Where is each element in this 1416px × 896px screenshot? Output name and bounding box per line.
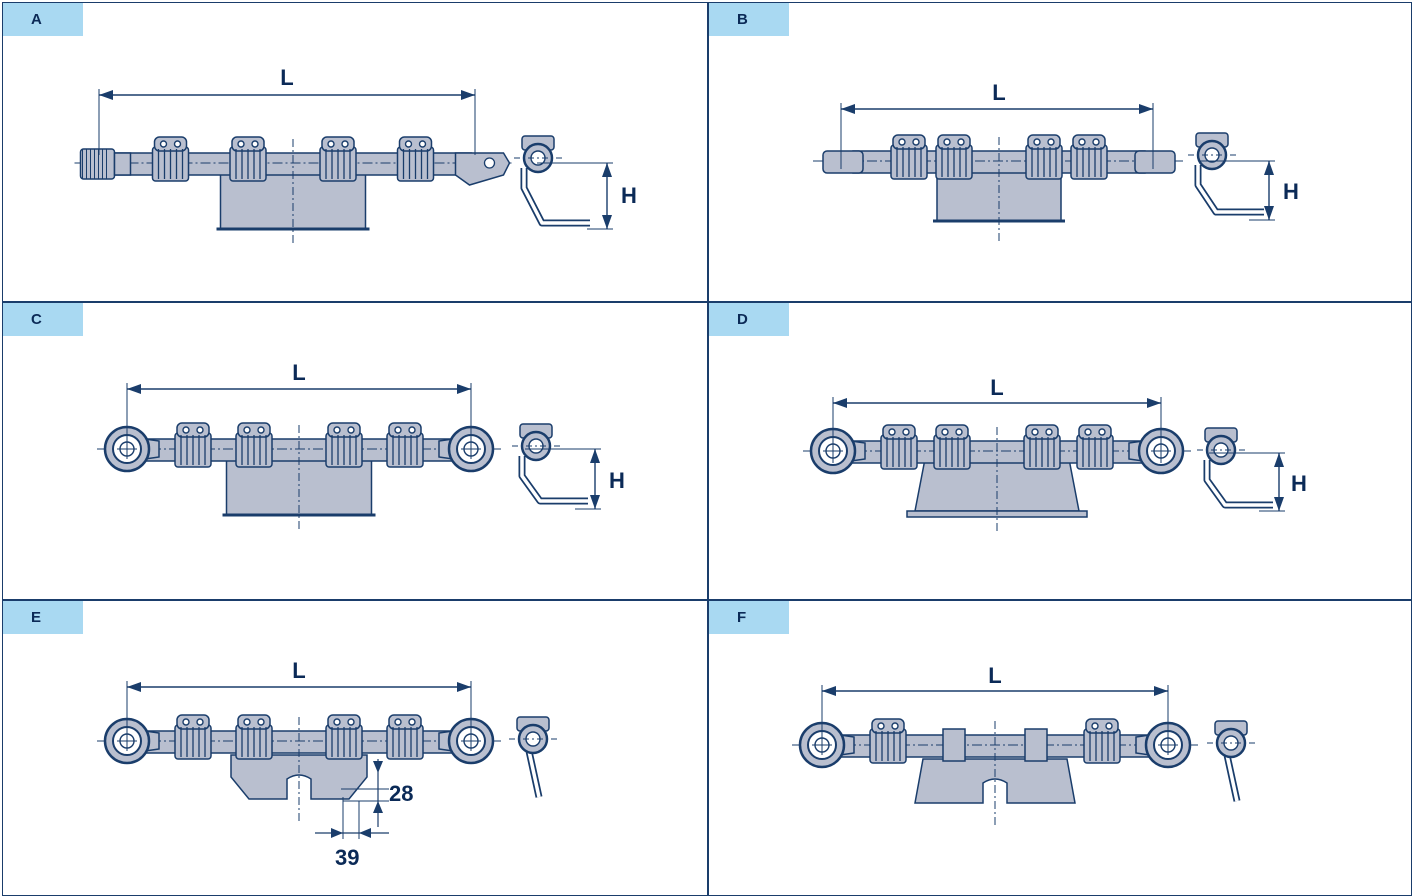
clamp (229, 136, 267, 182)
panel-a: A L H (2, 2, 708, 302)
clamp (1025, 134, 1063, 180)
panel-e: E L 28 39 (2, 600, 708, 896)
clamp (325, 714, 363, 760)
stabilizer-assembly (792, 718, 1198, 825)
ball-joint (438, 425, 495, 473)
panel-d-label: D (709, 303, 789, 336)
side-bracket-short (1207, 720, 1255, 802)
height-label: H (1291, 471, 1307, 496)
clamp (869, 718, 907, 764)
length-label: L (992, 80, 1005, 105)
clamp (235, 714, 273, 760)
height-label: H (1283, 179, 1299, 204)
stabilizer-assembly (74, 136, 512, 243)
clamp (174, 422, 212, 468)
panel-a-label: A (3, 3, 83, 36)
notch-dimensions (315, 759, 389, 839)
stabilizer-assembly (97, 422, 501, 529)
height-label: H (621, 183, 637, 208)
stabilizer-assembly (813, 134, 1185, 241)
flat-end (822, 150, 864, 174)
side-bracket (1188, 132, 1264, 216)
ball-joint (103, 717, 160, 765)
clamp (890, 134, 928, 180)
panel-c-drawing: L H (97, 360, 625, 529)
clamp (933, 424, 971, 470)
stabilizer-assembly (97, 714, 501, 821)
height-dimension: H (525, 448, 625, 510)
length-dimension: L (126, 360, 472, 449)
clamp (235, 422, 273, 468)
length-label: L (280, 65, 293, 90)
panel-f-label: F (709, 601, 789, 634)
ball-joint (103, 425, 160, 473)
length-label: L (990, 375, 1003, 400)
clamp (935, 134, 973, 180)
notch-width-label: 39 (335, 845, 359, 870)
panel-b-drawing: L H (813, 80, 1299, 241)
panel-f: F L (708, 600, 1412, 896)
threaded-end (79, 148, 132, 180)
clamp (319, 136, 357, 182)
length-dimension: L (832, 375, 1162, 463)
panel-c-label: C (3, 303, 83, 336)
flat-end (1134, 150, 1176, 174)
panel-a-drawing: L H (74, 65, 637, 243)
clamp (880, 424, 918, 470)
length-label: L (988, 663, 1001, 688)
clamp (1076, 424, 1114, 470)
ball-joint (809, 427, 866, 475)
notch-height-label: 28 (389, 781, 413, 806)
length-dimension: L (840, 80, 1154, 169)
side-bracket (514, 135, 590, 227)
clamp (174, 714, 212, 760)
height-dimension: H (1209, 452, 1307, 512)
panel-e-drawing: L 28 39 (97, 658, 557, 870)
panel-b-label: B (709, 3, 789, 36)
height-label: H (609, 468, 625, 493)
ball-joint (798, 721, 855, 769)
panel-d-drawing: L H (803, 375, 1307, 531)
clamp (386, 422, 424, 468)
fork-end (454, 152, 511, 186)
clamp (1083, 718, 1121, 764)
side-bracket (512, 423, 588, 505)
side-bracket-short (509, 716, 557, 798)
clamp (325, 422, 363, 468)
stabilizer-assembly (803, 424, 1191, 531)
height-dimension: H (1199, 160, 1299, 221)
length-dimension: L (821, 663, 1169, 751)
panel-b: B L H (708, 2, 1412, 302)
panel-d: D L H (708, 302, 1412, 600)
ball-joint (1128, 427, 1185, 475)
clamp (1070, 134, 1108, 180)
panel-e-label: E (3, 601, 83, 634)
side-bracket (1197, 427, 1273, 509)
clamp (151, 136, 190, 182)
panel-f-drawing: L (792, 663, 1255, 825)
length-dimension: L (126, 658, 472, 747)
ball-joint (1135, 721, 1192, 769)
height-dimension: H (537, 162, 637, 230)
length-dimension: L (98, 65, 476, 155)
panel-c: C L H (2, 302, 708, 600)
length-label: L (292, 658, 305, 683)
clamp (386, 714, 424, 760)
clamp (396, 136, 435, 182)
mounting-plate (914, 758, 1076, 804)
ball-joint (438, 717, 495, 765)
clamp (1023, 424, 1061, 470)
length-label: L (292, 360, 305, 385)
